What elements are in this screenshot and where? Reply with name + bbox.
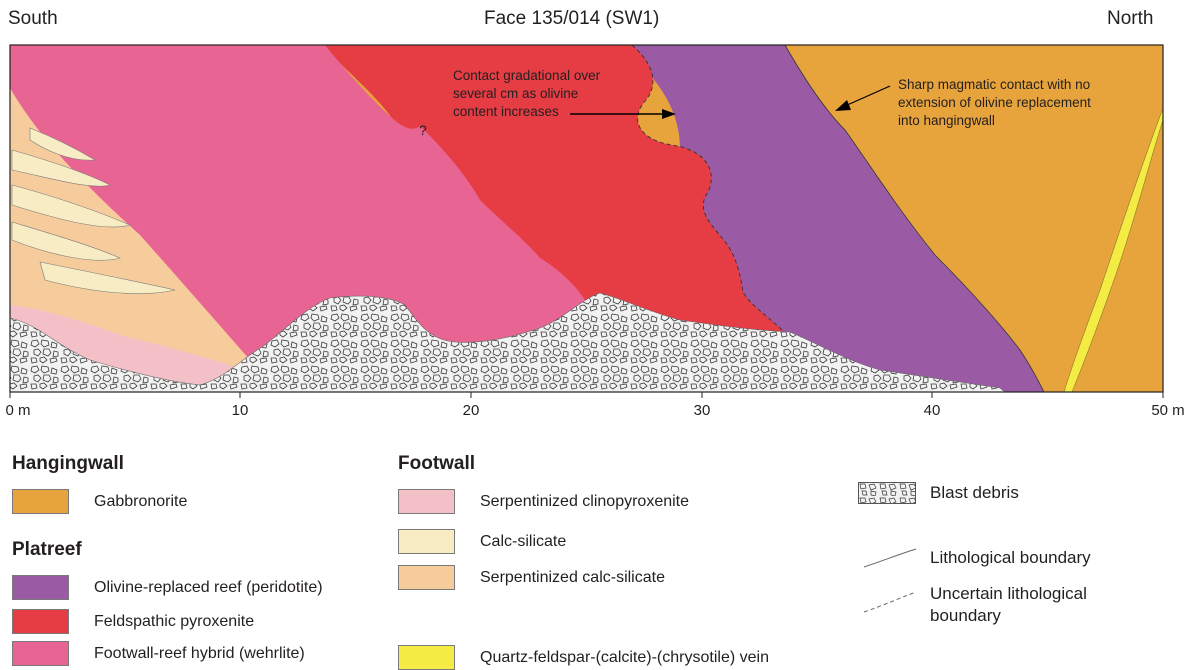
legend-label: Olivine-replaced reef (peridotite) bbox=[94, 578, 323, 596]
legend-label: Footwall-reef hybrid (wehrlite) bbox=[94, 644, 305, 662]
swatch-blast-debris bbox=[858, 482, 916, 504]
legend-title-hangingwall: Hangingwall bbox=[12, 453, 124, 474]
section-frame bbox=[9, 44, 1164, 393]
legend-label: Serpentinized clinopyroxenite bbox=[480, 492, 690, 510]
swatch-serp-clino bbox=[398, 489, 455, 514]
legend-item-serp-clino: Serpentinized clinopyroxenite bbox=[398, 489, 689, 514]
label-north: North bbox=[1107, 8, 1154, 29]
swatch-feldspathic bbox=[12, 609, 69, 634]
uncertain-line-2: boundary bbox=[930, 606, 1001, 625]
axis-tick-10: 10 bbox=[231, 402, 249, 419]
legend-label-blast-debris: Blast debris bbox=[930, 483, 1019, 502]
axis-tick-30: 30 bbox=[693, 402, 711, 419]
legend-label: Calc-silicate bbox=[480, 532, 567, 550]
swatch-gabbronorite bbox=[12, 489, 69, 514]
unit-serpentinized-calc-silicate bbox=[10, 88, 250, 392]
legend-item-olivine-replaced: Olivine-replaced reef (peridotite) bbox=[12, 575, 323, 600]
unit-blast-debris bbox=[9, 292, 1006, 393]
legend-title-platreef: Platreef bbox=[12, 539, 82, 560]
legend-item-vein: Quartz-feldspar-(calcite)-(chrysotile) v… bbox=[398, 645, 769, 670]
legend-title-footwall: Footwall bbox=[398, 453, 476, 474]
legend-label: Gabbronorite bbox=[94, 492, 188, 510]
calc-silicate-lenses bbox=[11, 127, 176, 294]
legend-label-uncertain-boundary: Uncertain lithological boundary bbox=[930, 583, 1087, 627]
annotation-gradational: Contact gradational over several cm as o… bbox=[453, 68, 604, 119]
question-mark: ? bbox=[419, 122, 427, 138]
axis-tick-0: 0 m bbox=[5, 402, 31, 419]
section-title: Face 135/014 (SW1) bbox=[484, 8, 660, 29]
uncertain-boundary-symbol bbox=[863, 591, 917, 613]
swatch-vein bbox=[398, 645, 455, 670]
legend-item-hybrid: Footwall-reef hybrid (wehrlite) bbox=[12, 641, 305, 666]
legend-item-gabbronorite: Gabbronorite bbox=[12, 489, 187, 514]
axis-tick-40: 40 bbox=[923, 402, 941, 419]
axis-tick-50: 50 m bbox=[1151, 402, 1185, 419]
swatch-serp-calc bbox=[398, 565, 455, 590]
axis-tick-20: 20 bbox=[462, 402, 480, 419]
label-south: South bbox=[8, 8, 58, 29]
annotation-sharp: Sharp magmatic contact with no extension… bbox=[898, 77, 1095, 128]
swatch-hybrid bbox=[12, 641, 69, 666]
swatch-olivine-replaced bbox=[12, 575, 69, 600]
unit-feldspathic-pyroxenite bbox=[325, 45, 783, 392]
arrowhead-gradational bbox=[662, 109, 676, 119]
legend-item-feldspathic: Feldspathic pyroxenite bbox=[12, 609, 254, 634]
uncertain-line-1: Uncertain lithological bbox=[930, 584, 1087, 603]
legend-label: Serpentinized calc-silicate bbox=[480, 568, 665, 586]
legend-item-calc-silicate: Calc-silicate bbox=[398, 529, 566, 554]
swatch-calc-silicate bbox=[398, 529, 455, 554]
lithological-boundary-symbol bbox=[863, 548, 917, 568]
legend-item-serp-calc: Serpentinized calc-silicate bbox=[398, 565, 665, 590]
arrow-sharp bbox=[844, 85, 891, 107]
legend-label-lith-boundary: Lithological boundary bbox=[930, 548, 1091, 567]
legend-label: Feldspathic pyroxenite bbox=[94, 612, 255, 630]
arrowhead-sharp bbox=[835, 100, 851, 111]
lithological-boundary-hangingwall bbox=[784, 44, 1045, 393]
axis-tick-marks bbox=[9, 392, 1164, 398]
uncertain-boundary-olivine bbox=[631, 44, 784, 332]
legend-label: Quartz-feldspar-(calcite)-(chrysotile) v… bbox=[480, 648, 769, 666]
geological-cross-section: Contact gradational over several cm as o… bbox=[9, 44, 1164, 398]
